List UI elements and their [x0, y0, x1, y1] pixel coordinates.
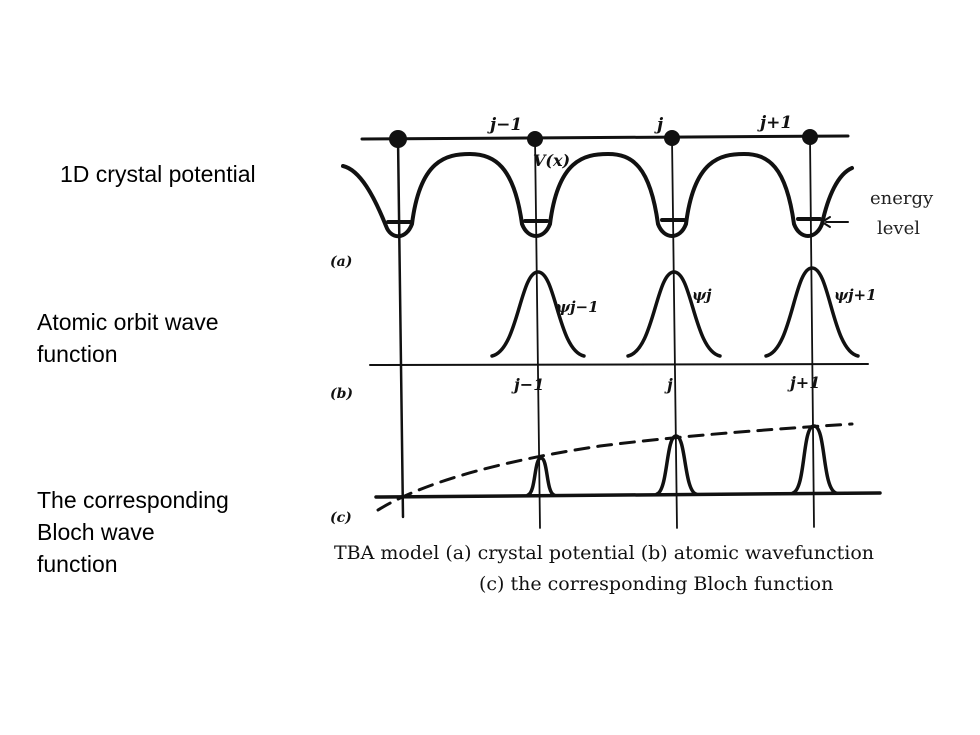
- lattice-site-dot: [389, 130, 407, 148]
- potential-label: V(x): [533, 151, 570, 170]
- bottom-axis-line: [374, 491, 882, 499]
- top-label-j: j: [654, 115, 664, 135]
- crystal-potential-curve: [341, 152, 854, 239]
- mid-label-j: j: [664, 375, 673, 394]
- bloch-peak-j: [655, 434, 698, 496]
- label-atomic-orbit-wave-function: Atomic orbit wave function: [37, 309, 219, 367]
- atomic-wavefunction-j-plus-1: [764, 266, 860, 358]
- bloch-peak-j-minus-1: [526, 456, 556, 497]
- label-crystal-potential: 1D crystal potential: [60, 161, 256, 187]
- top-label-j-plus-1: j+1: [757, 113, 792, 133]
- psi-label-j-minus-1: ψj−1: [556, 298, 599, 316]
- lattice-site-dot: [664, 130, 680, 146]
- panel-label-a: (a): [330, 254, 352, 270]
- mid-label-j-minus-1: j−1: [511, 375, 544, 394]
- bloch-peak-j-plus-1: [791, 424, 838, 495]
- site-line-left: [396, 136, 405, 519]
- panel-label-c: (c): [330, 510, 352, 526]
- panel-label-b: (b): [330, 386, 353, 402]
- mid-axis-line: [369, 363, 869, 366]
- psi-label-j: ψj: [692, 286, 712, 304]
- top-axis-line: [360, 134, 850, 141]
- top-label-j-minus-1: j−1: [487, 115, 522, 135]
- energy-label-line1: energy: [870, 188, 934, 209]
- bloch-envelope-dashed: [376, 422, 854, 512]
- atomic-wavefunction-j: [626, 270, 722, 358]
- energy-label-line2: level: [877, 218, 920, 239]
- caption-line1: TBA model (a) crystal potential (b) atom…: [334, 542, 874, 564]
- site-line-j-plus-1: [809, 136, 815, 528]
- site-line-j: [671, 137, 678, 529]
- label-bloch-wave-function: The corresponding Bloch wave function: [37, 487, 229, 577]
- mid-label-j-plus-1: j+1: [787, 373, 820, 392]
- arrow-head-icon: [821, 216, 831, 228]
- lattice-site-dot: [527, 131, 543, 147]
- site-line-j-minus-1: [534, 137, 541, 529]
- atomic-wavefunction-j-minus-1: [490, 270, 586, 358]
- caption-line2: (c) the corresponding Bloch function: [479, 573, 833, 595]
- psi-label-j-plus-1: ψj+1: [834, 286, 877, 304]
- lattice-site-dot: [802, 129, 818, 145]
